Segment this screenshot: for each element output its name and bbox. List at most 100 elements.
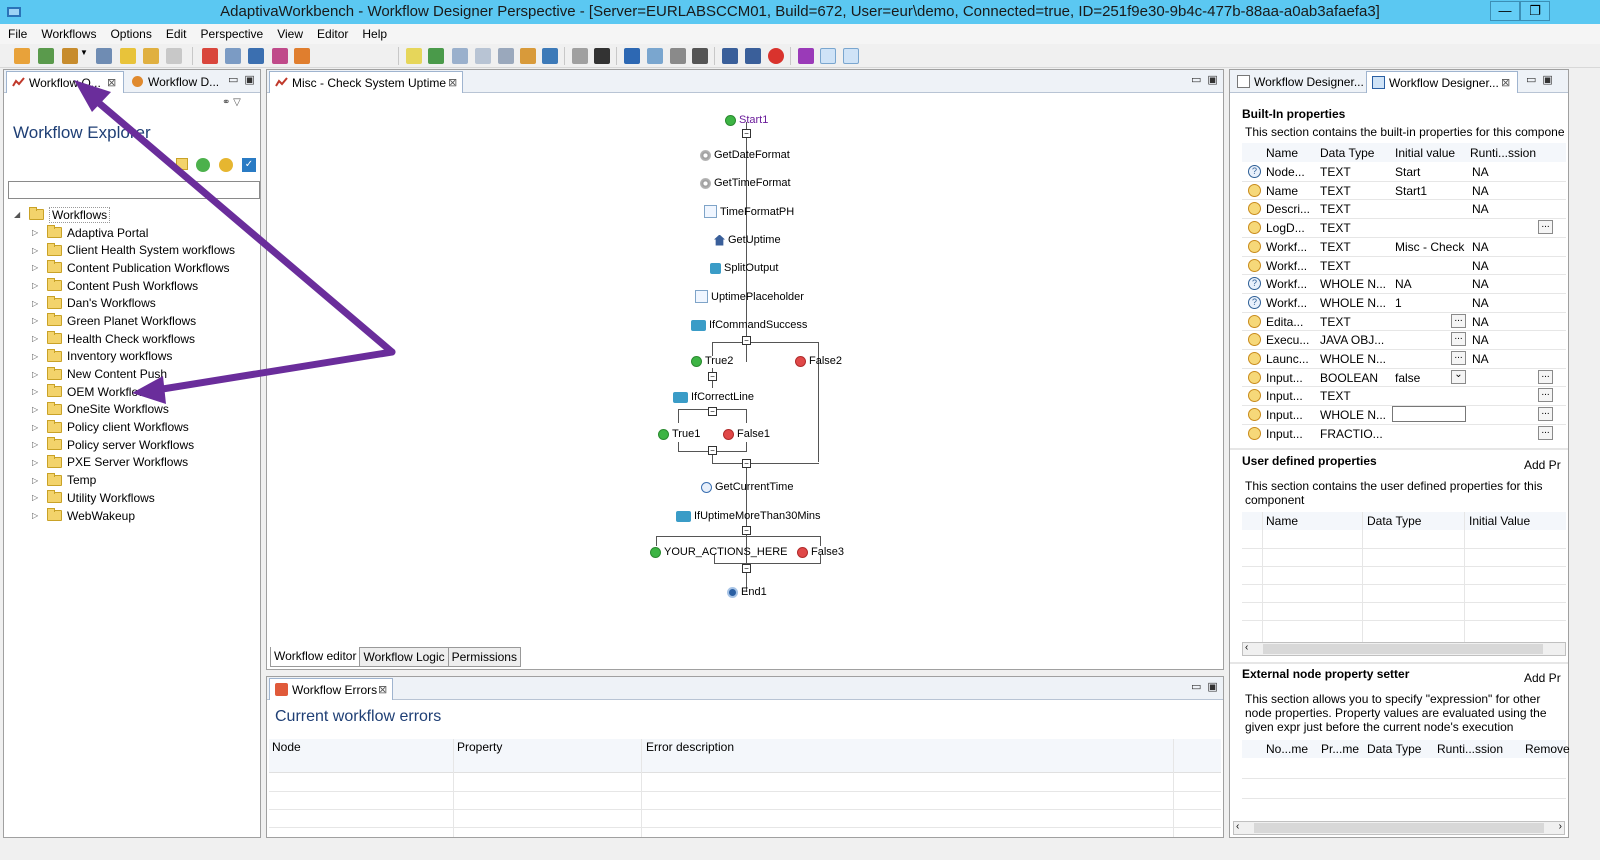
tree-item[interactable]: ▷OneSite Workflows (32, 401, 235, 419)
layout-icon[interactable] (498, 48, 514, 64)
collapse-marker[interactable]: − (742, 336, 751, 345)
menu-workflows[interactable]: Workflows (41, 27, 97, 41)
tab-workflow-editor[interactable]: Workflow editor (270, 647, 361, 667)
tree-root[interactable]: ◢ Workflows (14, 206, 235, 224)
expand-icon[interactable]: ▷ (32, 369, 39, 379)
tree-item[interactable]: ▷PXE Server Workflows (32, 454, 235, 472)
connect-icon[interactable] (647, 48, 663, 64)
expand-icon[interactable]: ▷ (32, 334, 39, 344)
node-getuptime[interactable]: GetUptime (714, 234, 781, 246)
property-initial-value[interactable]: Start (1395, 165, 1421, 179)
tree-item[interactable]: ▷Policy client Workflows (32, 418, 235, 436)
image-icon[interactable] (38, 48, 54, 64)
tree-item[interactable]: ▷Health Check workflows (32, 330, 235, 348)
menu-help[interactable]: Help (362, 27, 388, 41)
ellipsis-button[interactable]: ... (1538, 388, 1553, 403)
settings-icon[interactable] (520, 48, 536, 64)
toggle-view-icon[interactable] (820, 48, 836, 64)
close-icon[interactable]: ⊠ (378, 684, 388, 696)
expand-icon[interactable]: ▷ (32, 281, 39, 291)
workflow-icon[interactable] (272, 48, 288, 64)
ellipsis-button[interactable]: ... (1451, 351, 1466, 365)
column-runtime-expression[interactable]: Runti...ssion (1470, 146, 1537, 160)
min-max-icon[interactable]: ▭▣ (1191, 681, 1224, 693)
forward-arrow-icon[interactable] (166, 48, 182, 64)
network-icon[interactable] (624, 48, 640, 64)
column-error-description[interactable]: Error description (646, 740, 735, 754)
property-initial-value[interactable]: false (1395, 370, 1421, 385)
checkbox-icon[interactable]: ✓ (242, 158, 256, 172)
house-icon[interactable] (722, 48, 738, 64)
minimize-button[interactable]: — (1490, 1, 1520, 21)
expand-icon[interactable]: ▷ (32, 298, 39, 308)
column-name[interactable]: Name (1266, 514, 1299, 528)
menu-edit[interactable]: Edit (165, 27, 187, 41)
close-icon[interactable]: ⊠ (1501, 77, 1511, 89)
link-icon[interactable]: ⚭ ▽ (222, 97, 241, 108)
tab-workflow-logic[interactable]: Workflow Logic (359, 647, 449, 667)
node-timeformatph[interactable]: TimeFormatPH (704, 205, 794, 218)
add-external-link[interactable]: Add Pr (1524, 671, 1561, 685)
expand-icon[interactable]: ▷ (32, 316, 39, 326)
collapse-marker[interactable]: − (742, 459, 751, 468)
chevron-down-icon[interactable]: ▼ (80, 48, 88, 57)
tree-icon[interactable] (475, 48, 491, 64)
folders-icon[interactable] (62, 48, 78, 64)
add-icon[interactable] (196, 158, 210, 172)
min-max-icon[interactable]: ▭▣ (228, 74, 261, 86)
column-initial-value[interactable]: Initial Value (1469, 514, 1531, 528)
collapse-icon[interactable]: ◢ (14, 210, 21, 220)
property-initial-value[interactable]: Start1 (1395, 183, 1428, 198)
add-property-link[interactable]: Add Pr (1524, 458, 1561, 472)
property-row[interactable]: Execu...JAVA OBJ...NA... (1242, 330, 1566, 349)
add-icon[interactable] (594, 48, 610, 64)
node-false1[interactable]: False1 (723, 428, 770, 440)
property-runtime-expression[interactable]: NA (1472, 333, 1489, 348)
node-splitoutput[interactable]: SplitOutput (710, 262, 778, 274)
scroll-right-icon[interactable]: › (1558, 821, 1562, 832)
node-true2[interactable]: True2 (691, 355, 733, 367)
column-remove[interactable]: Remove (1525, 742, 1570, 756)
collapse-marker[interactable]: − (708, 407, 717, 416)
property-runtime-expression[interactable]: NA (1472, 295, 1489, 310)
home-icon[interactable] (14, 48, 30, 64)
tab-misc-check-system-uptime[interactable]: Misc - Check System Uptime ⊠ (269, 71, 463, 93)
scroll-left-icon[interactable]: ‹ (1245, 642, 1249, 653)
property-initial-value[interactable]: NA (1395, 277, 1412, 292)
tab-workflow-errors[interactable]: Workflow Errors ⊠ (269, 678, 393, 700)
expand-icon[interactable]: ▷ (32, 422, 39, 432)
property-runtime-expression[interactable]: NA (1472, 314, 1489, 329)
expand-icon[interactable]: ▷ (32, 404, 39, 414)
property-initial-value[interactable]: Misc - Check (1395, 239, 1465, 254)
property-runtime-expression[interactable]: NA (1472, 277, 1489, 292)
refresh-icon[interactable] (219, 158, 233, 172)
min-max-icon[interactable]: ▭▣ (1191, 74, 1224, 86)
node-gettimeformat[interactable]: GetTimeFormat (700, 177, 791, 189)
expand-icon[interactable]: ▷ (32, 351, 39, 361)
collapse-marker[interactable]: − (742, 129, 751, 138)
ellipsis-button[interactable]: ... (1451, 332, 1466, 347)
column-data-type[interactable]: Data Type (1367, 514, 1422, 528)
ellipsis-button[interactable]: ... (1538, 220, 1553, 235)
value-input[interactable] (1392, 406, 1466, 423)
globe-icon[interactable] (294, 48, 310, 64)
tree-item[interactable]: ▷Content Push Workflows (32, 277, 235, 295)
property-runtime-expression[interactable]: NA (1472, 165, 1489, 179)
ellipsis-button[interactable]: ... (1451, 313, 1466, 328)
column-runtime-expression[interactable]: Runti...ssion (1437, 742, 1504, 756)
nodes-icon[interactable] (452, 48, 468, 64)
expand-icon[interactable]: ▷ (32, 263, 39, 273)
column-initial-value[interactable]: Initial value (1395, 146, 1456, 160)
tree-item[interactable]: ▷Policy server Workflows (32, 436, 235, 454)
property-row[interactable]: Input...TEXT... (1242, 386, 1566, 405)
node-getdateformat[interactable]: GetDateFormat (700, 149, 790, 161)
close-icon[interactable]: ⊠ (107, 77, 117, 89)
route-icon[interactable] (798, 48, 814, 64)
